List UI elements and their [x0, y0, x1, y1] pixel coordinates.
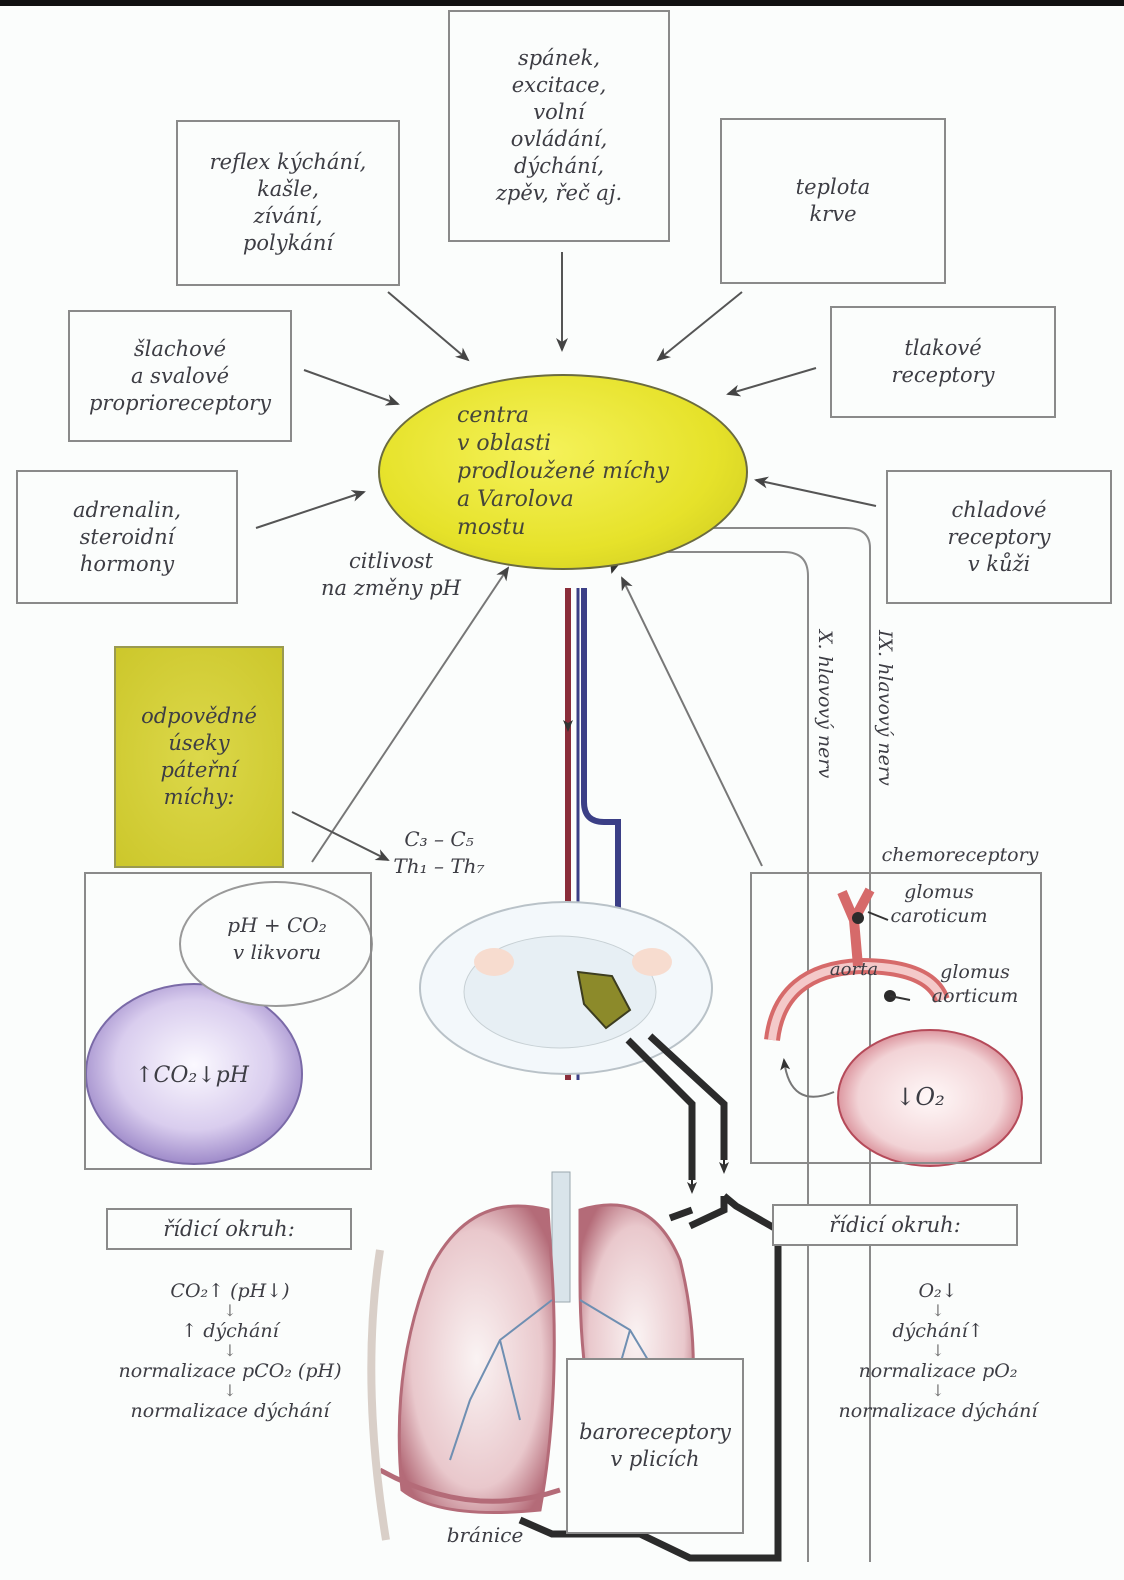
- node-reflexes-label: reflex kýchání, kašle, zívání, polykání: [210, 149, 367, 257]
- arrow-temperature: [658, 292, 742, 360]
- right-loop-step: dýchání↑: [810, 1320, 1066, 1342]
- down-arrow-icon: ↓: [810, 1342, 1066, 1360]
- node-temperature-label: teplota krve: [796, 174, 871, 228]
- node-top-center: spánek, excitace, volní ovládání, dýchán…: [448, 10, 670, 242]
- left-loop-step: ↑ dýchání: [86, 1320, 374, 1342]
- node-hormones: adrenalin, steroidní hormony: [16, 470, 238, 604]
- o2-low-label: ↓O₂: [880, 1084, 960, 1111]
- right-loop-title-label: řídicí okruh:: [829, 1212, 961, 1239]
- node-spinal-label: odpovědné úseky páteřní míchy:: [141, 703, 257, 811]
- right-loop-step: O₂↓: [810, 1280, 1066, 1302]
- node-pressure-label: tlakové receptory: [891, 335, 994, 389]
- center-medulla-pons: centra v oblasti prodloužené míchy a Var…: [378, 374, 748, 570]
- node-top-center-label: spánek, excitace, volní ovládání, dýchán…: [496, 45, 622, 207]
- right-loop-title: řídicí okruh:: [772, 1204, 1018, 1246]
- chemoreceptors-label: chemoreceptory: [860, 842, 1060, 869]
- glomus-aorticum-label: glomus aorticum: [910, 960, 1040, 1008]
- node-proprioceptors: šlachové a svalové proprioreceptory: [68, 310, 292, 442]
- left-loop-step: CO₂↑ (pH↓): [86, 1280, 374, 1302]
- arrow-proprioceptors: [304, 370, 398, 404]
- left-loop-title: řídicí okruh:: [106, 1208, 352, 1250]
- down-arrow-icon: ↓: [810, 1382, 1066, 1400]
- node-pressure: tlakové receptory: [830, 306, 1056, 418]
- node-cold-label: chladové receptory v kůži: [947, 497, 1050, 578]
- left-loop-step: normalizace pCO₂ (pH): [86, 1360, 374, 1382]
- right-loop-step: normalizace pO₂: [810, 1360, 1066, 1382]
- right-loop-step: normalizace dýchání: [810, 1400, 1066, 1422]
- down-arrow-icon: ↓: [86, 1382, 374, 1400]
- csf-label: pH + CO₂ v likvoru: [192, 912, 362, 966]
- left-loop-title-label: řídicí okruh:: [163, 1216, 295, 1243]
- left-loop-step: normalizace dýchání: [86, 1400, 374, 1422]
- arrow-chemo: [622, 578, 762, 866]
- down-arrow-icon: ↓: [86, 1342, 374, 1360]
- nerve-ix-label: IX. hlavový nerv: [874, 630, 896, 786]
- node-cold: chladové receptory v kůži: [886, 470, 1112, 604]
- nerve-x-label: X. hlavový nerv: [814, 630, 836, 778]
- diaphragm-label: bránice: [430, 1522, 540, 1549]
- node-hormones-label: adrenalin, steroidní hormony: [73, 497, 181, 578]
- arrow-reflexes: [388, 292, 468, 360]
- down-arrow-icon: ↓: [86, 1302, 374, 1320]
- node-temperature: teplota krve: [720, 118, 946, 284]
- down-arrow-icon: ↓: [810, 1302, 1066, 1320]
- glomus-caroticum-label: glomus caroticum: [874, 880, 1004, 928]
- node-spinal-segments: odpovědné úseky páteřní míchy:: [114, 646, 284, 868]
- arrow-hormones: [256, 492, 364, 528]
- arrow-pressure: [728, 368, 816, 394]
- right-loop-steps: O₂↓ ↓ dýchání↑ ↓ normalizace pO₂ ↓ norma…: [810, 1280, 1066, 1422]
- node-baroreceptors-label: baroreceptory v plicích: [579, 1419, 731, 1473]
- co2-ph-label: ↑CO₂↓pH: [112, 1062, 272, 1089]
- segments-label: C₃ – C₅ Th₁ – Th₇: [384, 826, 494, 880]
- left-loop-steps: CO₂↑ (pH↓) ↓ ↑ dýchání ↓ normalizace pCO…: [86, 1280, 374, 1422]
- ph-sensitivity-label: citlivost na změny pH: [306, 548, 476, 602]
- arrow-csf: [312, 568, 508, 862]
- node-baroreceptors: baroreceptory v plicích: [566, 1358, 744, 1534]
- aorta-label: aorta: [814, 956, 894, 983]
- center-label: centra v oblasti prodloužené míchy a Var…: [457, 402, 669, 542]
- arrow-cold: [756, 480, 876, 506]
- node-reflexes: reflex kýchání, kašle, zívání, polykání: [176, 120, 400, 286]
- node-proprioceptors-label: šlachové a svalové proprioreceptory: [89, 336, 271, 417]
